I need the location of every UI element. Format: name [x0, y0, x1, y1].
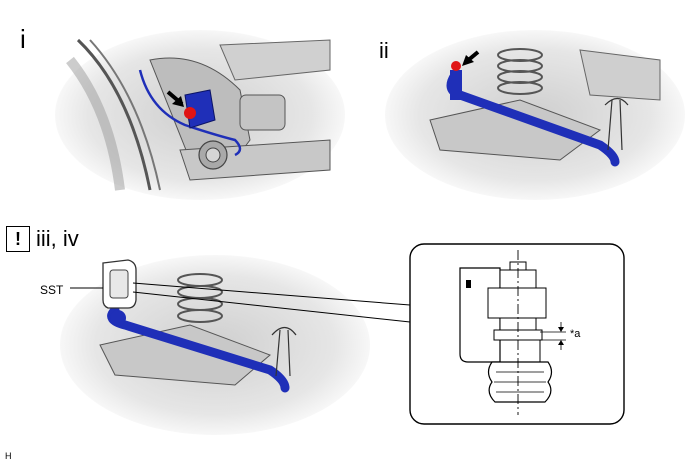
panel-ii-illustration: [385, 30, 685, 200]
caution-icon: !: [6, 226, 30, 252]
step-label-ii: ii: [379, 38, 389, 63]
sst-callout-label: SST: [40, 283, 64, 297]
panel-iii-iv-illustration: [60, 255, 411, 435]
detail-inset: [409, 243, 625, 425]
step-label-i: i: [20, 24, 26, 54]
figure-code: H: [5, 451, 12, 461]
step-label-iii-iv: iii, iv: [36, 226, 79, 251]
sst-tool: [102, 259, 137, 309]
panel-i-illustration: [55, 30, 345, 200]
dimension-callout-label: *a: [570, 328, 581, 340]
